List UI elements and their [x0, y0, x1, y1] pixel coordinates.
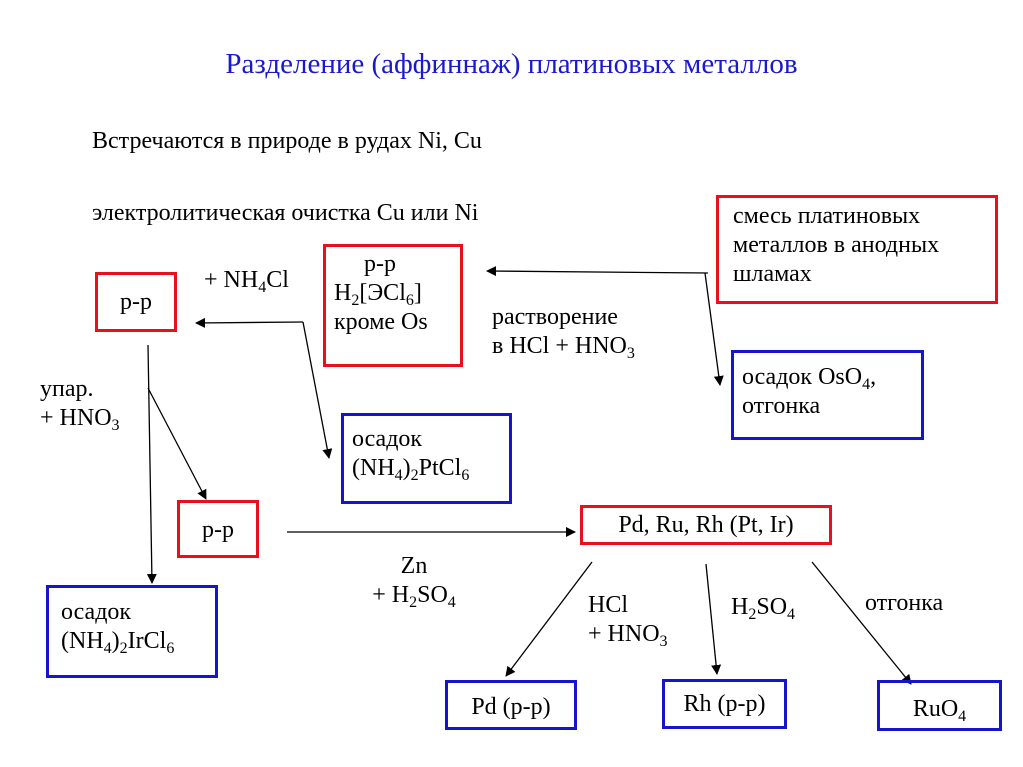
hcl-line-2: + HNO3: [588, 621, 668, 650]
label-evaporation: упар. + HNO3: [40, 375, 120, 434]
arrow-left-to-mid: [147, 387, 207, 500]
box-iridium-precipitate: осадок (NH4)2IrCl6: [46, 585, 218, 678]
dissolution-line-1: растворение: [492, 304, 618, 330]
intro-line-refining: электролитическая очистка Cu или Ni: [92, 200, 479, 226]
pt-line-1: осадок: [352, 426, 423, 452]
label-zn-h2so4: Zn + H2SO4: [358, 552, 470, 611]
label-distillation: отгонка: [865, 590, 944, 616]
label-hcl-hno3: HCl + HNO3: [588, 591, 668, 650]
arrow-mixture-to-os: [704, 272, 724, 386]
intro-line-occurrence: Встречаются в природе в рудах Ni, Cu: [92, 128, 482, 154]
label-add-nh4cl: + NH4Cl: [204, 267, 289, 296]
solution-left-label: р-р: [120, 289, 152, 315]
arrow-solution-to-left: [195, 317, 304, 328]
zn-line-2: + H2SO4: [372, 582, 456, 611]
box-osmium-precipitate: осадок OsO4, отгонка: [731, 350, 924, 440]
group-label: Pd, Ru, Rh (Pt, Ir): [618, 512, 794, 538]
ru-result-label: RuO4: [912, 696, 967, 725]
evap-line-2: + HNO3: [40, 405, 120, 434]
mixture-line-3: шламах: [733, 261, 812, 287]
ir-line-1: осадок: [61, 599, 132, 625]
solution-mid-label: р-р: [202, 517, 234, 543]
label-dissolution: растворение в HCl + HNO3: [492, 303, 635, 362]
arrow-group-to-ru: [811, 561, 912, 685]
mixture-line-2: металлов в анодных: [733, 232, 940, 258]
box-platinum-precipitate: осадок (NH4)2PtCl6: [341, 413, 512, 504]
pd-result-label: Pd (р-р): [471, 694, 551, 720]
solution-line-1: р-р: [364, 251, 396, 277]
arrow-solution-to-pt: [302, 321, 333, 459]
rh-result-label: Rh (р-р): [683, 691, 766, 717]
os-line-1: осадок OsO4,: [742, 364, 877, 393]
page-title: Разделение (аффиннаж) платиновых металло…: [225, 48, 798, 80]
solution-formula: H2[ЭCl6]: [334, 280, 422, 309]
ir-formula: (NH4)2IrCl6: [61, 628, 175, 657]
evap-line-1: упар.: [40, 376, 94, 402]
label-h2so4: H2SO4: [731, 594, 796, 623]
box-ru-result: RuO4: [877, 680, 1002, 731]
box-pd-result: Pd (р-р): [445, 680, 577, 730]
arrow-left-to-ir: [146, 344, 157, 584]
pt-formula: (NH4)2PtCl6: [352, 455, 470, 484]
box-chloride-solution: р-р H2[ЭCl6] кроме Os: [323, 244, 463, 367]
mixture-line-1: смесь платиновых: [733, 203, 921, 229]
os-line-2: отгонка: [742, 393, 821, 419]
arrow-mixture-to-solution: [486, 266, 709, 277]
box-rh-result: Rh (р-р): [662, 679, 787, 729]
zn-line-1: Zn: [400, 553, 428, 579]
dissolution-line-2: в HCl + HNO3: [492, 333, 635, 362]
box-platinum-mixture: смесь платиновых металлов в анодных шлам…: [716, 195, 998, 304]
arrow-group-to-rh: [705, 563, 722, 675]
box-pd-ru-rh-group: Pd, Ru, Rh (Pt, Ir): [580, 505, 832, 545]
solution-line-3: кроме Os: [334, 309, 428, 335]
arrow-group-to-pd: [505, 561, 593, 677]
hcl-line-1: HCl: [588, 592, 629, 618]
box-solution-mid: р-р: [177, 500, 259, 558]
box-solution-left: р-р: [95, 272, 177, 332]
